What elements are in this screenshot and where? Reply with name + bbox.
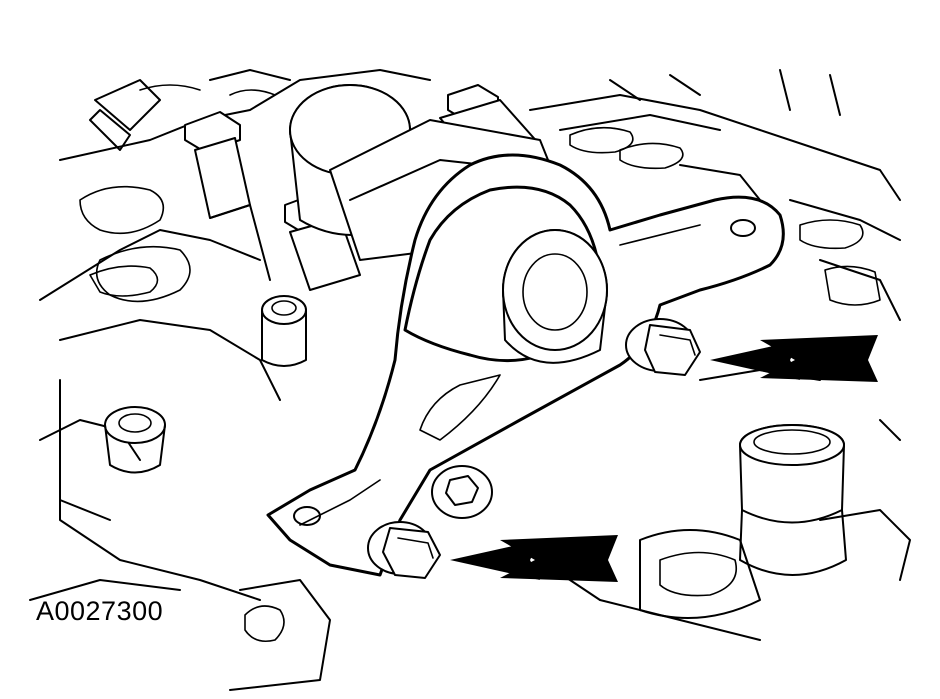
- engine-mount-bracket: [266, 153, 785, 577]
- figure-id-label: A0027300: [36, 596, 164, 626]
- lower-bolt-arrow: [450, 535, 618, 582]
- center-socket-bolt: [431, 465, 493, 519]
- left-stud-fitting: [104, 295, 307, 474]
- coolant-tube-fitting: [739, 424, 847, 576]
- lower-bracket-bolt: [367, 521, 441, 579]
- upper-bolt-arrow: [710, 335, 878, 382]
- upper-bracket-bolt: [625, 318, 701, 376]
